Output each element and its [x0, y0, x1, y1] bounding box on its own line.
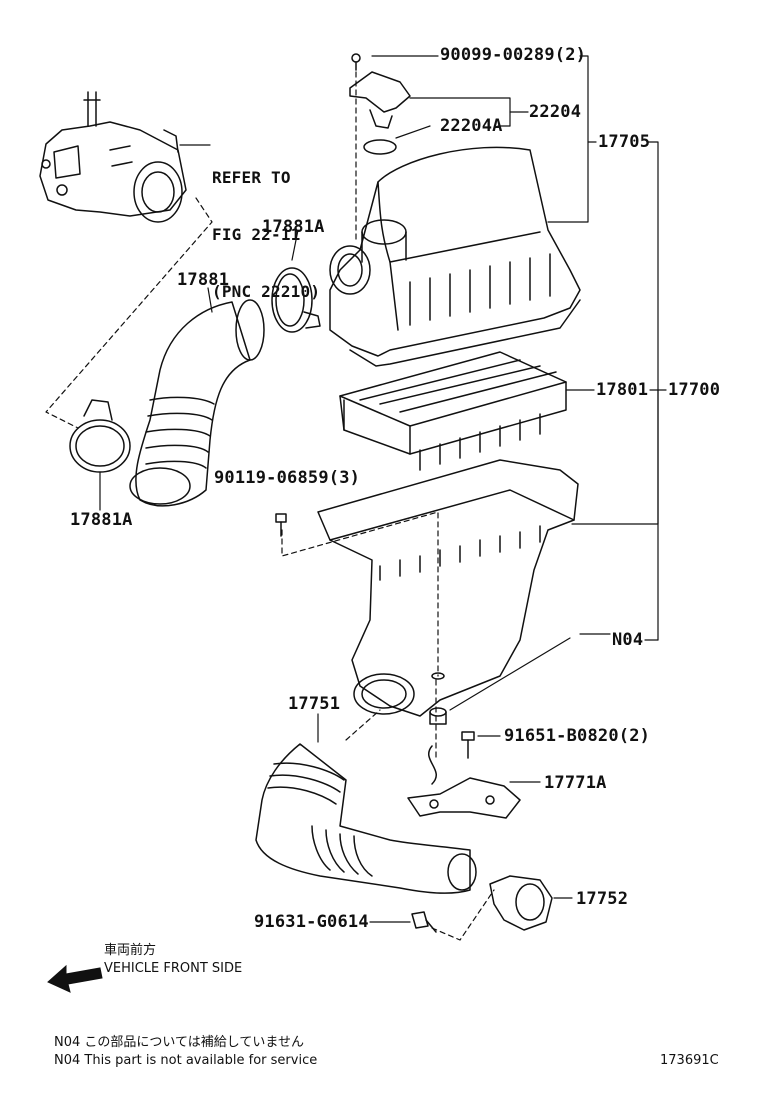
label-N04: N04 — [612, 630, 644, 650]
label-17881: 17881 — [177, 270, 230, 290]
throttle-body — [39, 91, 187, 223]
refer-line-3: (PNC 22210) — [212, 282, 321, 301]
air-duct — [489, 875, 553, 931]
bolt-91651 — [461, 731, 475, 759]
clamp-upper — [271, 267, 321, 333]
lower-intake-hose — [255, 743, 477, 894]
mass-airflow-sensor — [349, 53, 411, 155]
label-22204: 22204 — [529, 102, 582, 122]
front-label-jp: 車両前方 — [104, 943, 157, 958]
clamp-lower — [69, 399, 131, 473]
vehicle-front-arrow-icon — [47, 964, 103, 993]
label-91651-B0820: 91651-B0820(2) — [504, 726, 651, 746]
bolt-90119 — [275, 513, 287, 537]
lower-air-cleaner-case — [317, 459, 579, 717]
refer-line-2: FIG 22-11 — [212, 225, 301, 244]
bracket — [407, 745, 521, 819]
label-22204A: 22204A — [440, 116, 503, 136]
refer-line-1: REFER TO — [212, 168, 291, 187]
air-filter-element — [339, 351, 567, 471]
label-17881A-bottom: 17881A — [70, 510, 133, 530]
dashed-lines — [45, 71, 495, 941]
label-91631-G0614: 91631-G0614 — [254, 912, 369, 932]
front-label-en: VEHICLE FRONT SIDE — [104, 961, 243, 976]
label-17705: 17705 — [598, 132, 651, 152]
label-17771A: 17771A — [544, 773, 607, 793]
intake-hose — [129, 299, 265, 507]
label-17751: 17751 — [288, 694, 341, 714]
leader-lines — [99, 55, 667, 923]
bolt-91631 — [411, 911, 437, 933]
label-17881A-top: 17881A — [262, 217, 325, 237]
refer-to-note: REFER TO FIG 22-11 (PNC 22210) — [212, 130, 320, 320]
footnote-jp: N04 この部品については補給していません — [54, 1035, 304, 1050]
label-17700: 17700 — [668, 380, 721, 400]
label-90099-00289: 90099-00289(2) — [440, 45, 587, 65]
label-17752: 17752 — [576, 889, 629, 909]
label-17801: 17801 — [596, 380, 649, 400]
figure-id: 173691C — [660, 1053, 719, 1068]
grommet-n04 — [429, 707, 447, 725]
upper-air-cleaner-case — [329, 146, 581, 367]
footnote-en: N04 This part is not available for servi… — [54, 1053, 318, 1068]
label-90119-06859: 90119-06859(3) — [214, 468, 361, 488]
